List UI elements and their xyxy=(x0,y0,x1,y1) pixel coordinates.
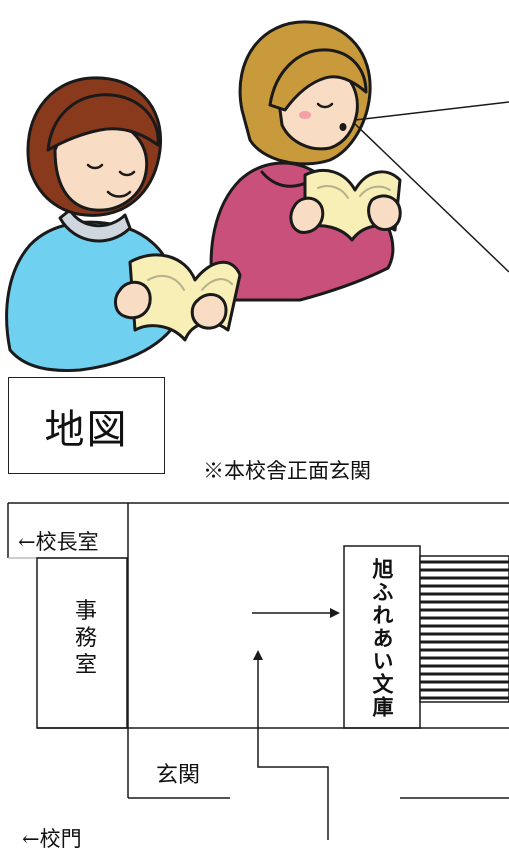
route-path xyxy=(253,650,329,840)
entrance-label: 玄関 xyxy=(156,763,201,788)
speech-pointer-lines xyxy=(354,101,509,273)
principal-office-label: ←校長室 xyxy=(14,526,103,556)
boy-figure xyxy=(5,76,242,372)
office-room-label: 事務室 xyxy=(74,599,97,678)
girl-figure xyxy=(209,20,402,302)
location-note: ※本校舎正面玄関 xyxy=(203,459,371,483)
map-title: 地図 xyxy=(8,377,165,474)
school-gate-label: ←校門 xyxy=(22,827,82,851)
library-label: 旭ふれあい文庫 xyxy=(346,548,418,728)
bookshelf-stripes xyxy=(419,555,509,703)
library-label-text: 旭ふれあい文庫 xyxy=(370,557,394,719)
